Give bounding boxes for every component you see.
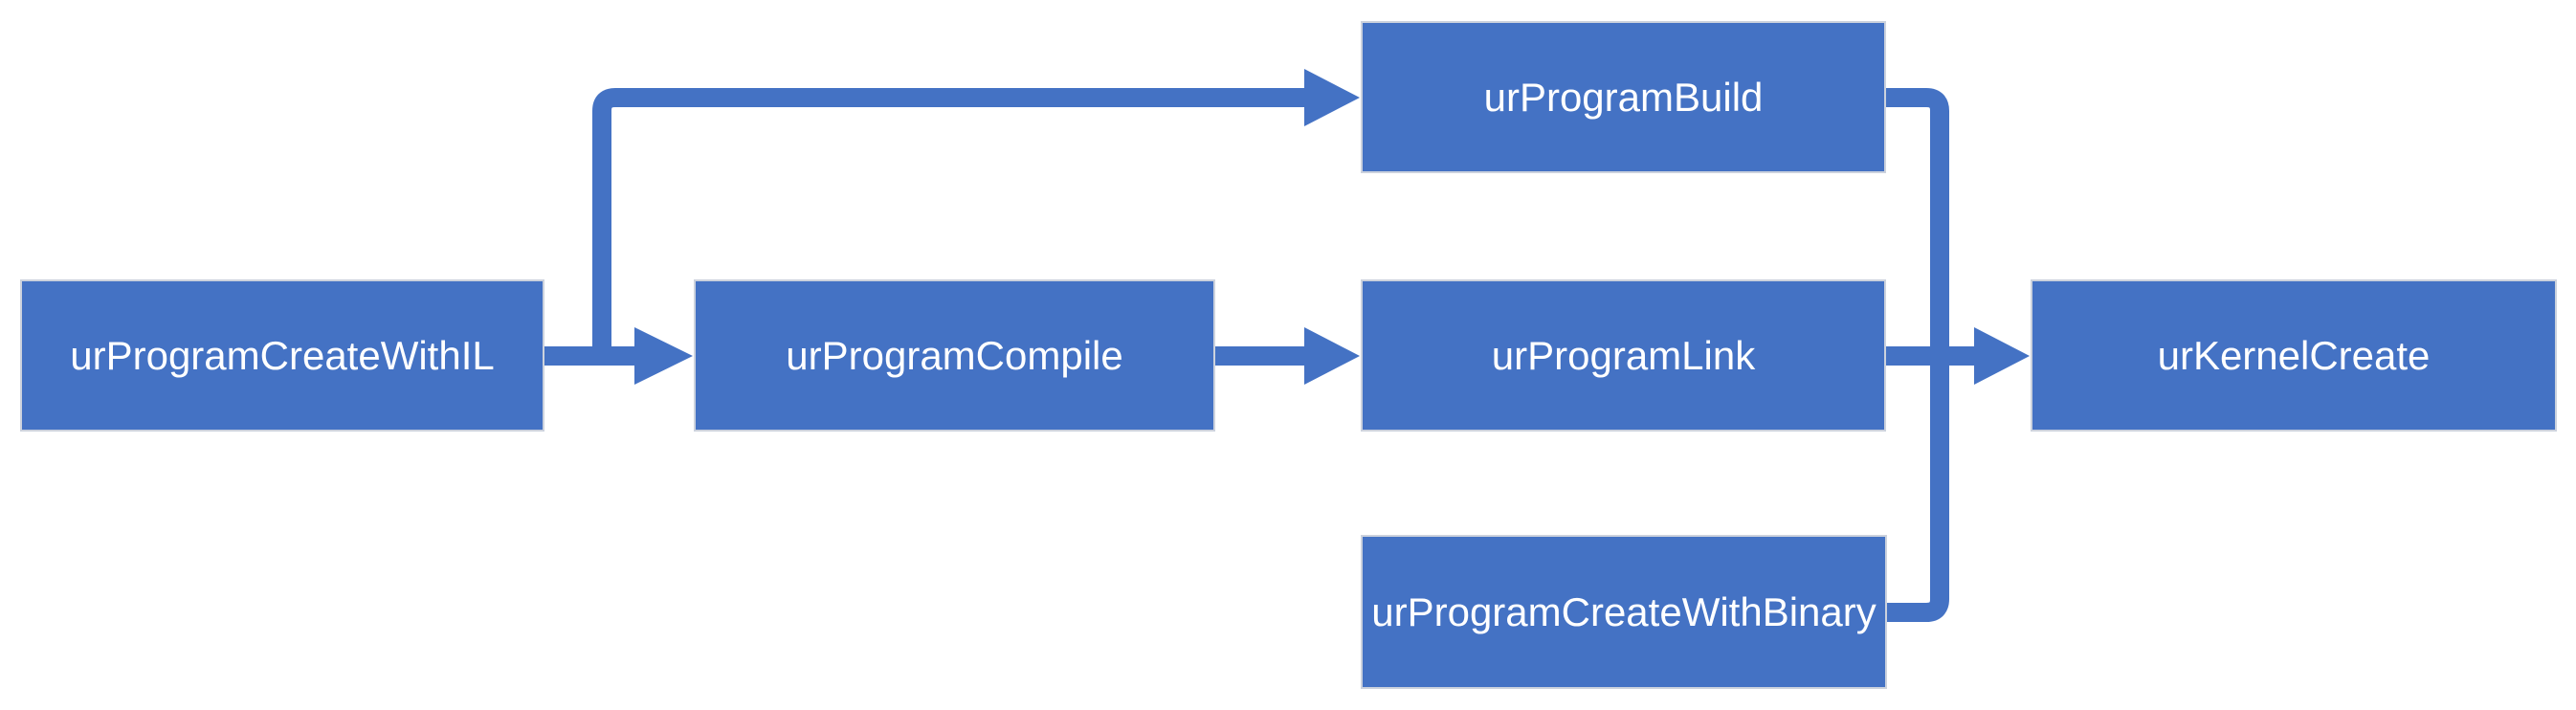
arrowhead-into-compile <box>634 327 693 385</box>
node-urprogramcreatewithil: urProgramCreateWithIL <box>20 279 544 432</box>
node-label-urkernelcreate: urKernelCreate <box>2157 332 2431 378</box>
node-label-urprogramcreatewithil: urProgramCreateWithIL <box>70 332 495 378</box>
node-urprogramlink: urProgramLink <box>1361 279 1886 432</box>
node-label-urprogramlink: urProgramLink <box>1491 332 1756 378</box>
node-label-urprogramcompile: urProgramCompile <box>786 332 1123 378</box>
node-urkernelcreate: urKernelCreate <box>2031 279 2557 432</box>
connector-createwithil-to-build <box>592 88 1305 366</box>
arrowhead-into-kernelcreate <box>1974 327 2030 385</box>
arrowhead-into-link <box>1304 327 1360 385</box>
node-label-urprogramcreatewithbinary: urProgramCreateWithBinary <box>1371 588 1876 634</box>
node-urprogrambuild: urProgramBuild <box>1361 21 1886 173</box>
node-label-urprogrambuild: urProgramBuild <box>1483 74 1764 120</box>
connector-build-binary-bus <box>1884 88 1949 622</box>
node-urprogramcompile: urProgramCompile <box>694 279 1215 432</box>
node-urprogramcreatewithbinary: urProgramCreateWithBinary <box>1361 535 1887 689</box>
arrowhead-into-build <box>1304 69 1360 126</box>
